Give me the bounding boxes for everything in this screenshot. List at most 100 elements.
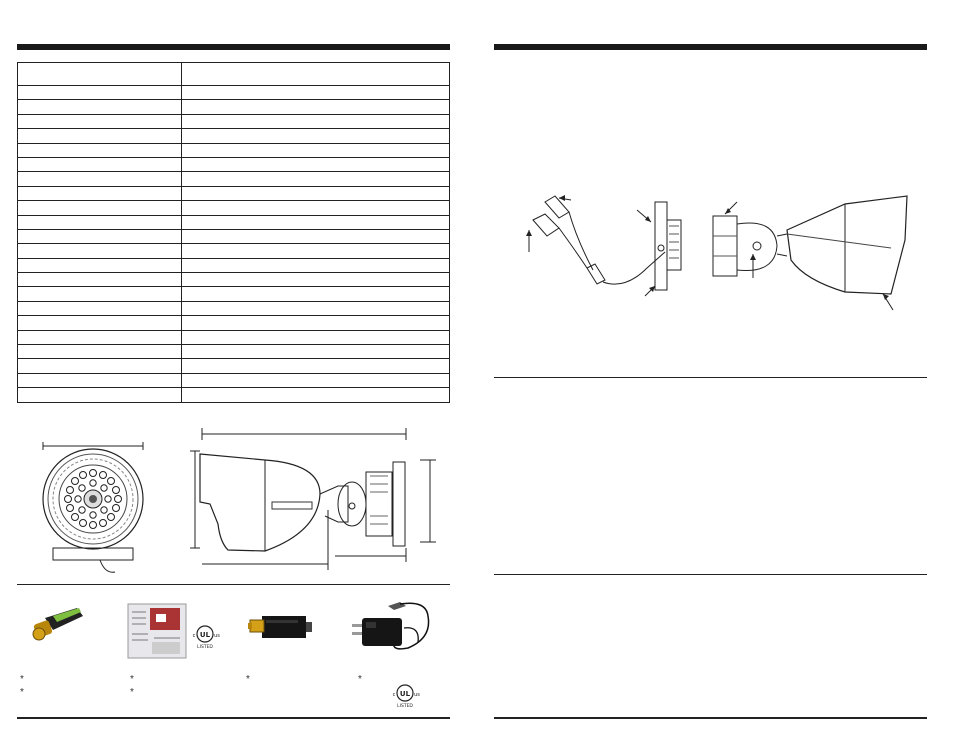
spec-label-cell [17,272,182,288]
spec-table-row [17,156,450,173]
ul-listed-logo: UL c us LISTED [193,625,220,650]
spec-label-cell [17,84,182,101]
right-footer-rule [494,717,927,719]
svg-text:us: us [214,633,220,639]
spec-table-row [17,315,450,331]
spec-value-cell [181,286,450,302]
spec-label-cell [17,113,182,130]
bullet-star: * [130,674,134,685]
svg-text:LISTED: LISTED [197,644,213,650]
spec-label-cell [17,387,182,403]
spec-value-cell [181,228,450,245]
svg-text:LISTED: LISTED [397,703,413,709]
spec-table-row [17,257,450,274]
spec-value-cell [181,257,450,274]
svg-text:us: us [414,692,420,698]
spec-value-cell [181,272,450,288]
spec-table [17,62,450,403]
spec-table-row [17,387,450,403]
spec-table-row [17,329,450,346]
spec-label-cell [17,214,182,230]
manual-package-image [127,603,187,659]
bullet-star: * [358,674,362,685]
spec-value-cell [181,344,450,360]
spec-value-cell [181,99,450,115]
spec-label-cell [17,286,182,302]
spec-value-cell [181,372,450,389]
spec-table-row [17,113,450,130]
spec-value-cell [181,142,450,158]
spec-label-cell [17,243,182,259]
spec-table-row [17,62,450,86]
spec-label-cell [17,62,182,86]
spec-table-row [17,99,450,115]
power-adapter-image [352,602,430,650]
camera-front-view-diagram [42,442,144,573]
spec-label-cell [17,200,182,216]
spec-label-cell [17,358,182,374]
spec-value-cell [181,300,450,317]
spec-label-cell [17,228,182,245]
spec-label-cell [17,372,182,389]
spec-table-row [17,84,450,101]
bullet-star: * [130,687,134,698]
camera-exploded-view-diagram [526,195,908,311]
spec-value-cell [181,214,450,230]
spec-label-cell [17,185,182,202]
spec-table-row [17,200,450,216]
left-footer-rule [17,717,450,719]
right-header-bar [494,44,927,50]
spec-label-cell [17,142,182,158]
spec-table-row [17,344,450,360]
spec-label-cell [17,300,182,317]
video-balun-image [248,616,312,638]
spec-value-cell [181,315,450,331]
left-section-divider [17,584,450,585]
spec-label-cell [17,171,182,187]
spec-value-cell [181,171,450,187]
spec-value-cell [181,156,450,173]
left-header-bar [17,44,450,50]
right-section-divider [494,574,927,575]
spec-label-cell [17,128,182,144]
spec-label-cell [17,156,182,173]
spec-table-row [17,128,450,144]
spec-value-cell [181,387,450,403]
svg-text:c: c [193,633,196,639]
spec-label-cell [17,315,182,331]
spec-table-row [17,372,450,389]
spec-table-row [17,272,450,288]
spec-table-row [17,286,450,302]
spec-value-cell [181,62,450,86]
spec-label-cell [17,99,182,115]
spec-value-cell [181,113,450,130]
spec-table-row [17,142,450,158]
spec-table-row [17,243,450,259]
spec-table-row [17,214,450,230]
spec-table-row [17,300,450,317]
bullet-star: * [20,687,24,698]
svg-text:UL: UL [400,690,411,698]
spec-value-cell [181,200,450,216]
spec-value-cell [181,243,450,259]
spec-table-row [17,358,450,374]
spec-label-cell [17,329,182,346]
spec-value-cell [181,358,450,374]
svg-text:c: c [393,692,396,698]
spec-label-cell [17,344,182,360]
right-section-divider [494,377,927,378]
spec-value-cell [181,185,450,202]
svg-text:UL: UL [200,631,211,639]
spec-value-cell [181,84,450,101]
bnc-adapter-image [32,608,83,641]
bullet-star: * [20,674,24,685]
spec-value-cell [181,128,450,144]
spec-table-row [17,171,450,187]
spec-value-cell [181,329,450,346]
ul-listed-logo: UL c us LISTED [393,684,420,709]
spec-label-cell [17,257,182,274]
camera-side-view-diagram [190,428,436,570]
spec-table-row [17,228,450,245]
bullet-star: * [246,674,250,685]
spec-table-row [17,185,450,202]
